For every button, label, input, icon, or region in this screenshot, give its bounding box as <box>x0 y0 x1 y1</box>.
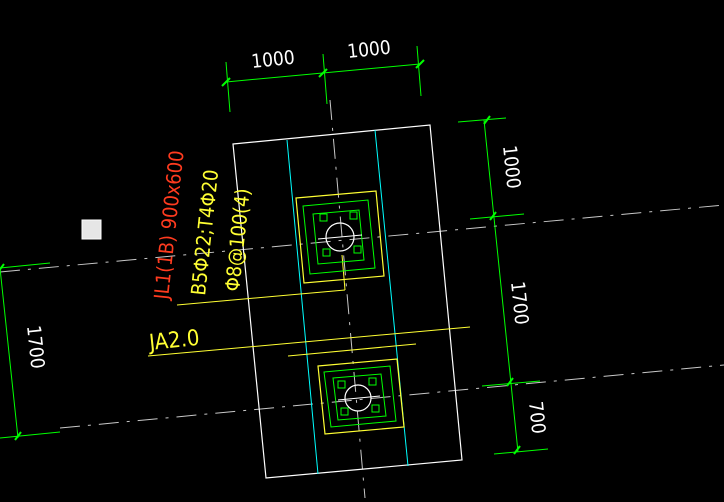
rebar-point-icon <box>319 211 362 257</box>
beam-leader-lines <box>147 254 471 357</box>
beam-rebar-label: B5Φ22;T4Φ20 <box>186 168 223 296</box>
selection-square-icon[interactable] <box>81 219 102 240</box>
axis-line-vertical <box>329 99 366 499</box>
axis-lines <box>0 99 724 499</box>
dimension-text-left: 1700 <box>22 324 48 370</box>
dimension-left <box>0 262 61 441</box>
dimension-text-top-left: 1000 <box>250 47 296 73</box>
dimension-text-right-middle: 1700 <box>506 280 532 326</box>
dimension-text-top-right: 1000 <box>346 37 392 63</box>
dimension-top <box>221 45 425 113</box>
pile-cap-label: JA2.0 <box>146 326 201 356</box>
column-lower <box>317 358 405 435</box>
beam-name-label: JL1(1B) 900x600 <box>149 149 189 301</box>
axis-line-horizontal-lower <box>59 364 724 429</box>
column-upper <box>295 190 385 284</box>
beam-stirrup-label: Φ8@100(4) <box>220 187 255 292</box>
dimension-right <box>457 115 549 455</box>
dimension-text-right-bottom: 700 <box>524 400 549 435</box>
pile-cap-outline <box>232 124 463 479</box>
rebar-point-icon <box>337 377 380 416</box>
dimension-text-right-top: 1000 <box>498 144 524 190</box>
